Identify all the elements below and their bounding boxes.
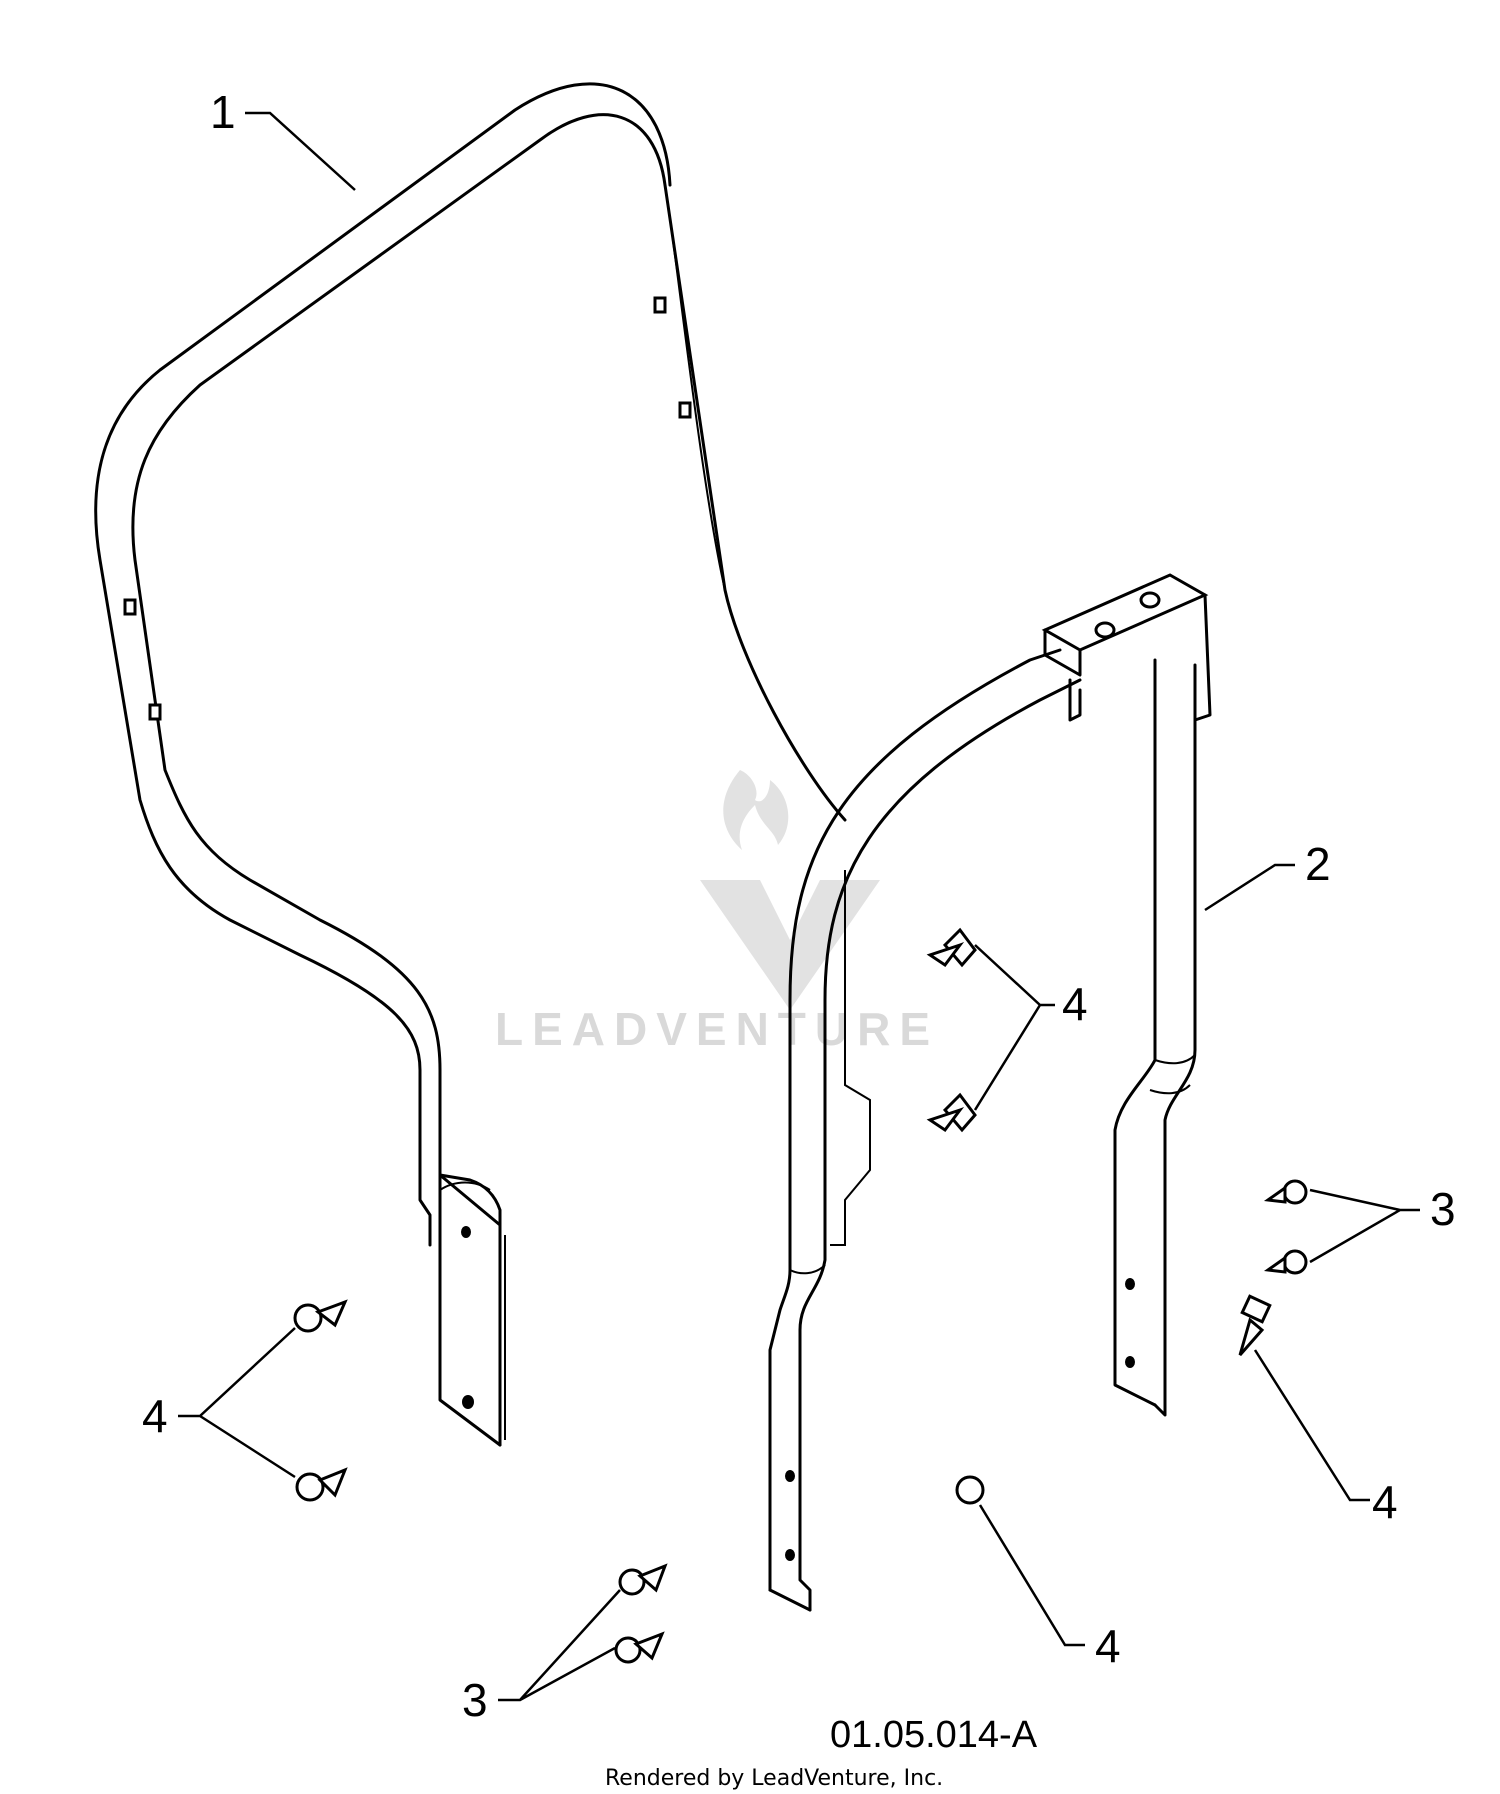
- callout-part-4: 4: [1372, 1476, 1398, 1528]
- screw: [1263, 1249, 1308, 1275]
- drawing-number: 01.05.014-A: [830, 1714, 1038, 1756]
- part-1-frame: [94, 82, 847, 1447]
- part-2-frame: [768, 573, 1212, 1612]
- callout-part-4: 4: [1062, 978, 1088, 1030]
- screw: [295, 1467, 348, 1502]
- callout-part-1: 1: [210, 86, 236, 138]
- leader-lines: [178, 111, 1420, 1702]
- callout-part-3: 3: [1430, 1183, 1456, 1235]
- watermark-flame-icon: [723, 770, 789, 850]
- callout-part-2: 2: [1305, 838, 1331, 890]
- screw: [614, 1631, 665, 1664]
- callout-part-3: 3: [462, 1674, 488, 1726]
- watermark: LEADVENTURE: [495, 770, 939, 1055]
- callouts: 1 2 4 3 4 4 4 3: [142, 86, 1456, 1726]
- callout-part-4: 4: [1095, 1620, 1121, 1672]
- screw: [955, 1475, 985, 1505]
- screw: [1263, 1179, 1308, 1205]
- screw: [1238, 1294, 1272, 1356]
- screw: [926, 927, 977, 968]
- fasteners: [293, 927, 1308, 1664]
- render-credit: Rendered by LeadVenture, Inc.: [605, 1766, 943, 1791]
- screw: [293, 1299, 348, 1333]
- screw: [926, 1092, 977, 1133]
- watermark-text: LEADVENTURE: [495, 1003, 939, 1055]
- callout-part-4: 4: [142, 1390, 168, 1442]
- screw: [618, 1563, 668, 1596]
